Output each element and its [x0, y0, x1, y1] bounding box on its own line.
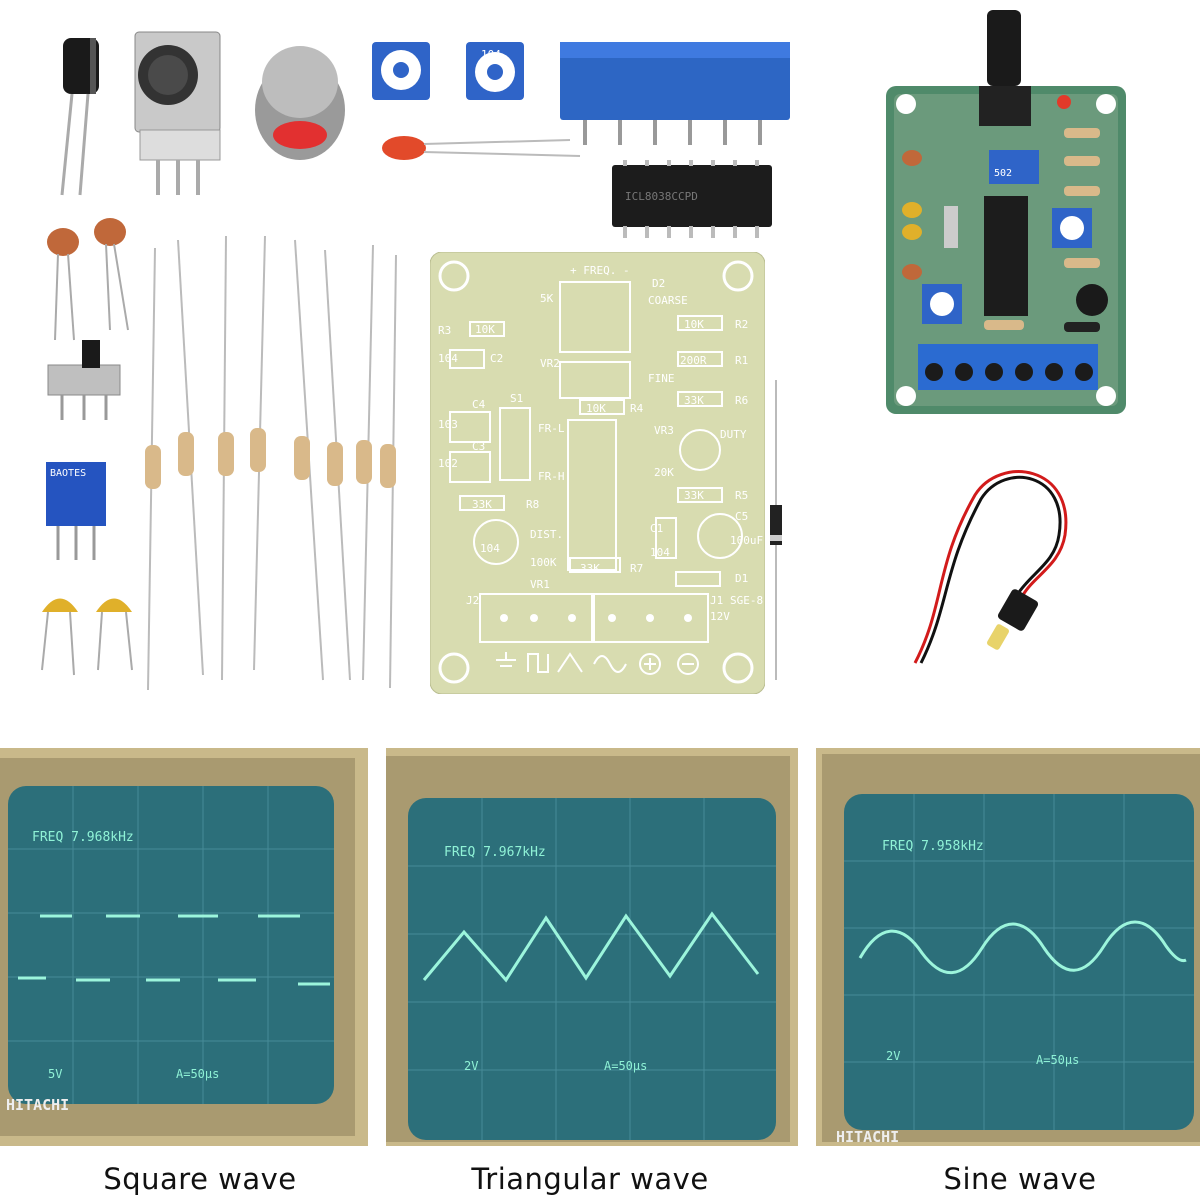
svg-text:R1: R1 [735, 354, 748, 367]
svg-text:10K: 10K [475, 323, 495, 336]
svg-text:J2: J2 [466, 594, 479, 607]
svg-text:2V: 2V [464, 1059, 478, 1073]
svg-text:33K: 33K [472, 498, 492, 511]
svg-text:502: 502 [994, 168, 1012, 179]
svg-text:104: 104 [481, 48, 501, 61]
trimmer-pot-502 [372, 42, 430, 100]
dc-power-cable [913, 470, 1068, 664]
svg-text:D2: D2 [652, 277, 665, 290]
svg-text:33K: 33K [580, 562, 600, 575]
svg-text:100uF: 100uF [730, 534, 763, 547]
svg-text:+ FREQ. -: + FREQ. - [570, 264, 630, 277]
svg-text:VR3: VR3 [654, 424, 674, 437]
pcb-terminal-symbols [496, 652, 699, 675]
svg-text:20K: 20K [654, 466, 674, 479]
multiturn-trimmer: BAOTES [46, 462, 106, 560]
svg-text:J1: J1 [710, 594, 723, 607]
svg-text:COARSE: COARSE [648, 294, 688, 307]
svg-text:C4: C4 [472, 398, 486, 411]
svg-text:C3: C3 [472, 440, 485, 453]
loose-components: 104 ICL8038CCPD [41, 31, 790, 691]
resistor-bodies [145, 428, 396, 489]
svg-text:DIST.: DIST. [530, 528, 563, 541]
caption-sine-wave: Sine wave [943, 1162, 1097, 1196]
svg-text:A=50µs: A=50µs [1036, 1053, 1079, 1067]
svg-text:12V: 12V [710, 610, 730, 623]
svg-text:R6: R6 [735, 394, 748, 407]
diode [770, 380, 782, 680]
led [382, 136, 581, 160]
scope-triangle-screen: FREQ 7.967kHz 2V A=50µs [386, 748, 798, 1146]
scope-triangle: FREQ 7.967kHz 2V A=50µs [386, 748, 798, 1146]
svg-text:200R: 200R [680, 354, 707, 367]
svg-text:R5: R5 [735, 489, 748, 502]
svg-text:DUTY: DUTY [720, 428, 747, 441]
caption-triangular-wave: Triangular wave [471, 1162, 709, 1196]
svg-text:R7: R7 [630, 562, 643, 575]
assembled-board: 502 [886, 10, 1126, 414]
scope-sine-screen: FREQ 7.958kHz 2V A=50µs HITACHI [816, 748, 1200, 1146]
svg-text:100K: 100K [530, 556, 557, 569]
svg-text:R3: R3 [438, 324, 451, 337]
svg-text:104: 104 [438, 352, 458, 365]
slide-switch [47, 340, 121, 420]
scope-square: FREQ 7.968kHz 5V A=50µs HITACHI [0, 748, 368, 1146]
svg-text:C5: C5 [735, 510, 748, 523]
knob [255, 46, 345, 160]
svg-text:5V: 5V [48, 1067, 62, 1081]
svg-text:10K: 10K [586, 402, 606, 415]
scope-square-screen: FREQ 7.968kHz 5V A=50µs HITACHI [0, 748, 368, 1146]
electrolytic-capacitor [60, 38, 99, 196]
svg-text:33K: 33K [684, 489, 704, 502]
caption-square-wave: Square wave [103, 1162, 297, 1196]
svg-text:ICL8038CCPD: ICL8038CCPD [625, 190, 698, 203]
svg-text:VR1: VR1 [530, 578, 550, 591]
svg-text:5K: 5K [540, 292, 554, 305]
svg-text:2V: 2V [886, 1049, 900, 1063]
bare-pcb: + FREQ. - D2 R3 10K 104 C2 5K VR2 COARSE… [430, 252, 765, 694]
svg-text:102: 102 [438, 457, 458, 470]
svg-text:104: 104 [480, 542, 500, 555]
svg-text:S1: S1 [510, 392, 523, 405]
svg-text:C2: C2 [490, 352, 503, 365]
svg-text:FREQ 7.967kHz: FREQ 7.967kHz [444, 845, 546, 860]
svg-text:33K: 33K [684, 394, 704, 407]
svg-text:HITACHI: HITACHI [6, 1096, 69, 1114]
svg-text:R8: R8 [526, 498, 539, 511]
yellow-capacitor [96, 598, 133, 671]
ceramic-capacitor [47, 228, 79, 341]
svg-text:BAOTES: BAOTES [50, 468, 86, 479]
svg-text:FINE: FINE [648, 372, 675, 385]
terminal-block [560, 42, 790, 145]
svg-text:103: 103 [438, 418, 458, 431]
svg-text:R2: R2 [735, 318, 748, 331]
trimmer-pot-104: 104 [466, 42, 524, 100]
ic-chip: ICL8038CCPD [612, 160, 772, 238]
potentiometer [134, 31, 221, 195]
svg-text:R4: R4 [630, 402, 644, 415]
yellow-capacitor [41, 598, 78, 676]
svg-text:A=50µs: A=50µs [176, 1067, 219, 1081]
svg-text:SGE-8: SGE-8 [730, 594, 763, 607]
svg-text:VR2: VR2 [540, 357, 560, 370]
svg-text:FR-L: FR-L [538, 422, 565, 435]
scope-sine: FREQ 7.958kHz 2V A=50µs HITACHI [816, 748, 1200, 1146]
svg-text:FREQ 7.958kHz: FREQ 7.958kHz [882, 839, 984, 854]
svg-text:FREQ 7.968kHz: FREQ 7.968kHz [32, 830, 134, 845]
ceramic-capacitor-104 [94, 218, 129, 331]
svg-text:A=50µs: A=50µs [604, 1059, 647, 1073]
svg-text:HITACHI: HITACHI [836, 1128, 899, 1146]
svg-text:FR-H: FR-H [538, 470, 565, 483]
svg-text:D1: D1 [735, 572, 748, 585]
svg-text:10K: 10K [684, 318, 704, 331]
